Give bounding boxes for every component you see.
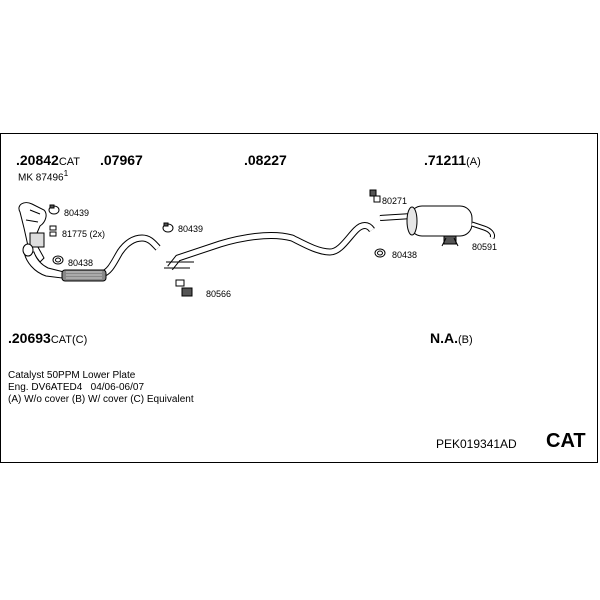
cat-tag: CAT: [546, 430, 586, 452]
part-suffix: CAT: [58, 156, 81, 168]
small-part-81775: 81775 (2x): [62, 229, 106, 239]
bolt-81775-drawing: [49, 225, 57, 237]
part-08227-label: .08227: [244, 153, 287, 167]
part-number: .07967: [100, 152, 143, 168]
diagram-frame: [0, 133, 598, 463]
small-part-80439b: 80439: [178, 224, 204, 234]
center-pipe-drawing: [164, 222, 375, 271]
notes-block: Catalyst 50PPM Lower Plate Eng. DV6ATED4…: [8, 370, 194, 406]
part-number: .20693: [8, 330, 51, 346]
mk-sup: 1: [63, 168, 69, 178]
part-suffix: CAT(C): [50, 334, 88, 346]
clamp-80439a-drawing: [48, 204, 60, 215]
gasket-80438b-drawing: [374, 248, 386, 258]
clamp-80271-drawing: [369, 189, 381, 203]
part-na-label: N.A.(B): [430, 331, 473, 346]
part-20693-label: .20693CAT(C): [8, 331, 87, 346]
part-suffix: (A): [466, 156, 481, 168]
part-number: .71211: [424, 152, 467, 168]
small-part-80438b: 80438: [392, 250, 418, 260]
catalytic-converter-drawing: [18, 202, 65, 279]
front-pipe-drawing: [61, 234, 161, 282]
small-part-80439a: 80439: [64, 208, 90, 218]
part-07967-label: .07967: [100, 153, 143, 167]
gasket-80438a-drawing: [52, 255, 64, 265]
mk-label: MK 874961: [18, 167, 68, 184]
small-part-80591: 80591: [472, 242, 498, 252]
note-line-2: Eng. DV6ATED4 04/06-06/07: [8, 382, 145, 393]
small-part-80438a: 80438: [68, 258, 94, 268]
note-line-1: Catalyst 50PPM Lower Plate: [8, 370, 136, 381]
small-part-80566: 80566: [206, 289, 232, 299]
hanger-80566-drawing: [175, 279, 193, 297]
part-71211-label: .71211(A): [424, 153, 481, 168]
part-20842-label: .20842CAT: [16, 153, 80, 168]
part-number: N.A.: [430, 330, 458, 346]
part-number: .20842: [16, 152, 59, 168]
rear-muffler-drawing: [379, 205, 495, 240]
mk-text: MK 87496: [18, 172, 64, 184]
part-suffix: (B): [458, 334, 473, 346]
kit-code: PEK019341AD: [436, 437, 517, 451]
part-number: .08227: [244, 152, 287, 168]
note-line-3: (A) W/o cover (B) W/ cover (C) Equivalen…: [8, 394, 194, 405]
small-part-80271: 80271: [382, 196, 408, 206]
clamp-80439b-drawing: [162, 222, 174, 233]
hanger-80591-drawing: [441, 235, 459, 247]
